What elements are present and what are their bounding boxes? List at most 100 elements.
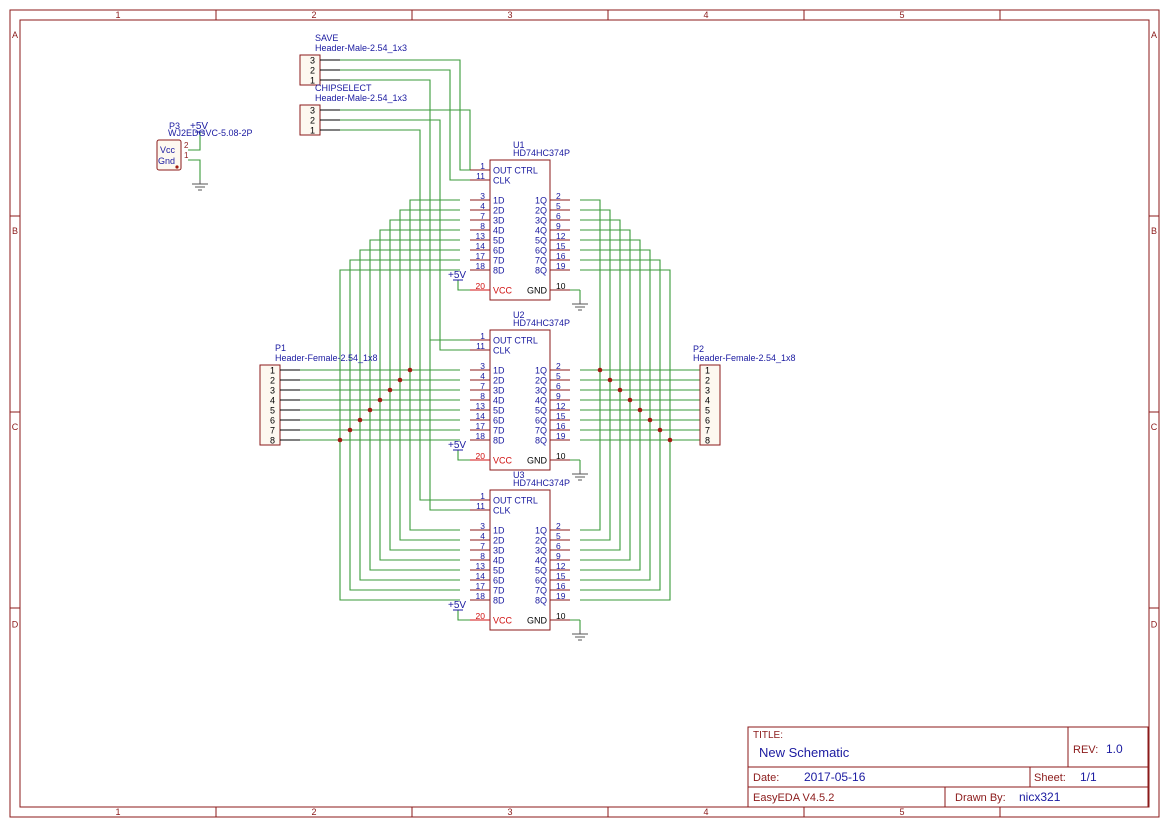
chip-pin-number: 19 [556, 261, 566, 271]
junction-dot [377, 397, 383, 403]
chip-pin-number: 14 [476, 571, 486, 581]
chip-pin-name: 5D [493, 566, 505, 576]
chip-pin-name: VCC [493, 286, 513, 296]
chip-pin-number: 14 [476, 241, 486, 251]
chip-pin-number: 13 [476, 231, 486, 241]
connector-pin-number: 3 [270, 386, 275, 396]
p3-designator: P3 [169, 121, 180, 131]
junction-dot [647, 417, 653, 423]
frame-row-label-right: C [1151, 422, 1158, 432]
junction-dot [367, 407, 373, 413]
chip-pin-number: 19 [556, 431, 566, 441]
frame-row-label-left: A [12, 30, 18, 40]
outer-border [9, 9, 1160, 818]
vcc-wire [457, 280, 470, 291]
q-bus-wire [580, 229, 631, 561]
rev-value: 1.0 [1106, 742, 1123, 756]
chip-pin-number: 12 [556, 231, 566, 241]
frame-column-label-bottom: 3 [507, 807, 512, 817]
chip-pin-number: 3 [480, 191, 485, 201]
chip-pin-name: 1D [493, 526, 505, 536]
frame-row-label-left: B [12, 226, 18, 236]
chip-pin-number: 20 [476, 281, 486, 291]
junction-dot [667, 437, 673, 443]
chip-pin-number: 20 [476, 451, 486, 461]
p3-pin-number: 1 [184, 151, 189, 160]
chip-pin-number: 2 [556, 191, 561, 201]
connector-pin-number: 3 [705, 386, 710, 396]
sheet-label: Sheet: [1034, 772, 1066, 784]
connector-pin-number: 4 [270, 396, 275, 406]
junctions [337, 367, 673, 443]
chip-pin-number: 9 [556, 391, 561, 401]
frame-column-label-bottom: 2 [311, 807, 316, 817]
chip-pin-name: 4D [493, 396, 505, 406]
frame-row-label-left: D [12, 620, 19, 630]
d-bus-wire [369, 239, 460, 571]
chip-pin-number: 3 [480, 361, 485, 371]
connector-value: Header-Male-2.54_1x3 [315, 43, 407, 53]
p3-vcc-label: Vcc [160, 145, 176, 155]
chip-pin-name: 6D [493, 246, 505, 256]
chip-pin-name: 6Q [535, 416, 547, 426]
drawing-frame [9, 9, 1160, 818]
connector-pin-number: 1 [310, 126, 315, 136]
connector-pin-number: 4 [705, 396, 710, 406]
connector-designator: P2 [693, 344, 704, 354]
chip-pin-name: 1D [493, 366, 505, 376]
chip-pin-name: 5D [493, 236, 505, 246]
chip-pin-name: 8D [493, 436, 505, 446]
drawn-by-value: nicx321 [1019, 790, 1061, 804]
chip-pin-number: 2 [556, 361, 561, 371]
chip-pin-name: OUT CTRL [493, 336, 538, 346]
connector-value: Header-Female-2.54_1x8 [275, 353, 378, 363]
frame-column-label-bottom: 1 [115, 807, 120, 817]
chip-pin-name: 3Q [535, 386, 547, 396]
junction-dot [657, 427, 663, 433]
p3-gnd-wire [188, 159, 201, 180]
chip-pin-number: 18 [476, 431, 486, 441]
chip-pin-number: 3 [480, 521, 485, 531]
chip-pin-name: 5D [493, 406, 505, 416]
frame-column-label-top: 4 [703, 10, 708, 20]
chip-pin-number: 11 [476, 171, 485, 181]
chip-pin-number: 10 [556, 281, 566, 291]
connector-body [259, 364, 281, 446]
power-flag-label: +5V [448, 600, 466, 611]
chip-pin-name: 5Q [535, 406, 547, 416]
p3-pin-number: 2 [184, 141, 189, 150]
chip-pin-name: 4Q [535, 226, 547, 236]
chip-pin-name: 1Q [535, 366, 547, 376]
chip-body [489, 159, 551, 301]
frame-column-label-bottom: 5 [899, 807, 904, 817]
chip-pin-name: 2Q [535, 376, 547, 386]
chip-pin-number: 10 [556, 451, 566, 461]
chip-pin-name: GND [527, 456, 548, 466]
p3-value: WJ2EDGVC-5.08-2P [168, 128, 253, 138]
chip-pin-number: 6 [556, 541, 561, 551]
connector-pin-number: 1 [310, 76, 315, 86]
junction-dot [607, 377, 613, 383]
q-bus-wire [580, 259, 661, 591]
chipselect-pin3-wire [320, 109, 471, 170]
chip-pin-name: GND [527, 616, 548, 626]
chip-pin-name: 6Q [535, 576, 547, 586]
chip-pin-name: 3Q [535, 546, 547, 556]
chip-pin-number: 12 [556, 561, 566, 571]
chip-pin-number: 5 [556, 371, 561, 381]
frame-column-label-top: 5 [899, 10, 904, 20]
chip-pin-number: 15 [556, 411, 566, 421]
connector-pin-number: 1 [705, 366, 710, 376]
connector-pin-number: 5 [705, 406, 710, 416]
chip-pin-number: 8 [480, 551, 485, 561]
connector-pin-number: 7 [270, 426, 275, 436]
chip-pin-number: 16 [556, 251, 566, 261]
chip-pin-name: CLK [493, 346, 511, 356]
chip-pin-name: 8Q [535, 596, 547, 606]
junction-dot [357, 417, 363, 423]
q-bus-wire [580, 219, 621, 551]
junction-dot [597, 367, 603, 373]
chip-pin-name: OUT CTRL [493, 166, 538, 176]
